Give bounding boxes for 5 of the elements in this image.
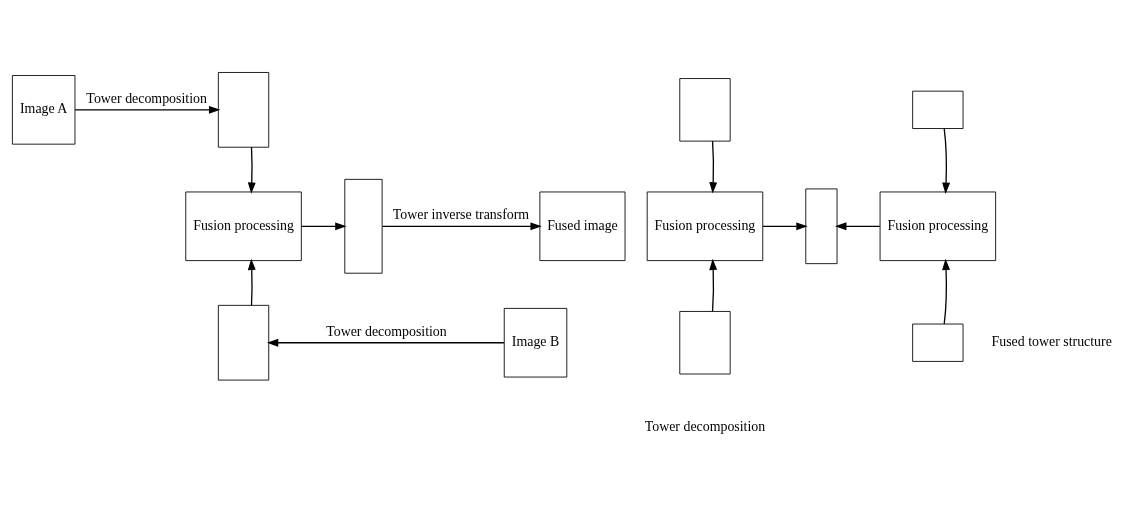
edge-label: Tower decomposition xyxy=(326,323,447,339)
label: Tower decomposition xyxy=(644,418,766,434)
edge-label: Tower inverse transform xyxy=(392,206,530,222)
label: Fused tower structure xyxy=(991,333,1112,349)
edge-label: Tower decomposition xyxy=(86,90,207,106)
